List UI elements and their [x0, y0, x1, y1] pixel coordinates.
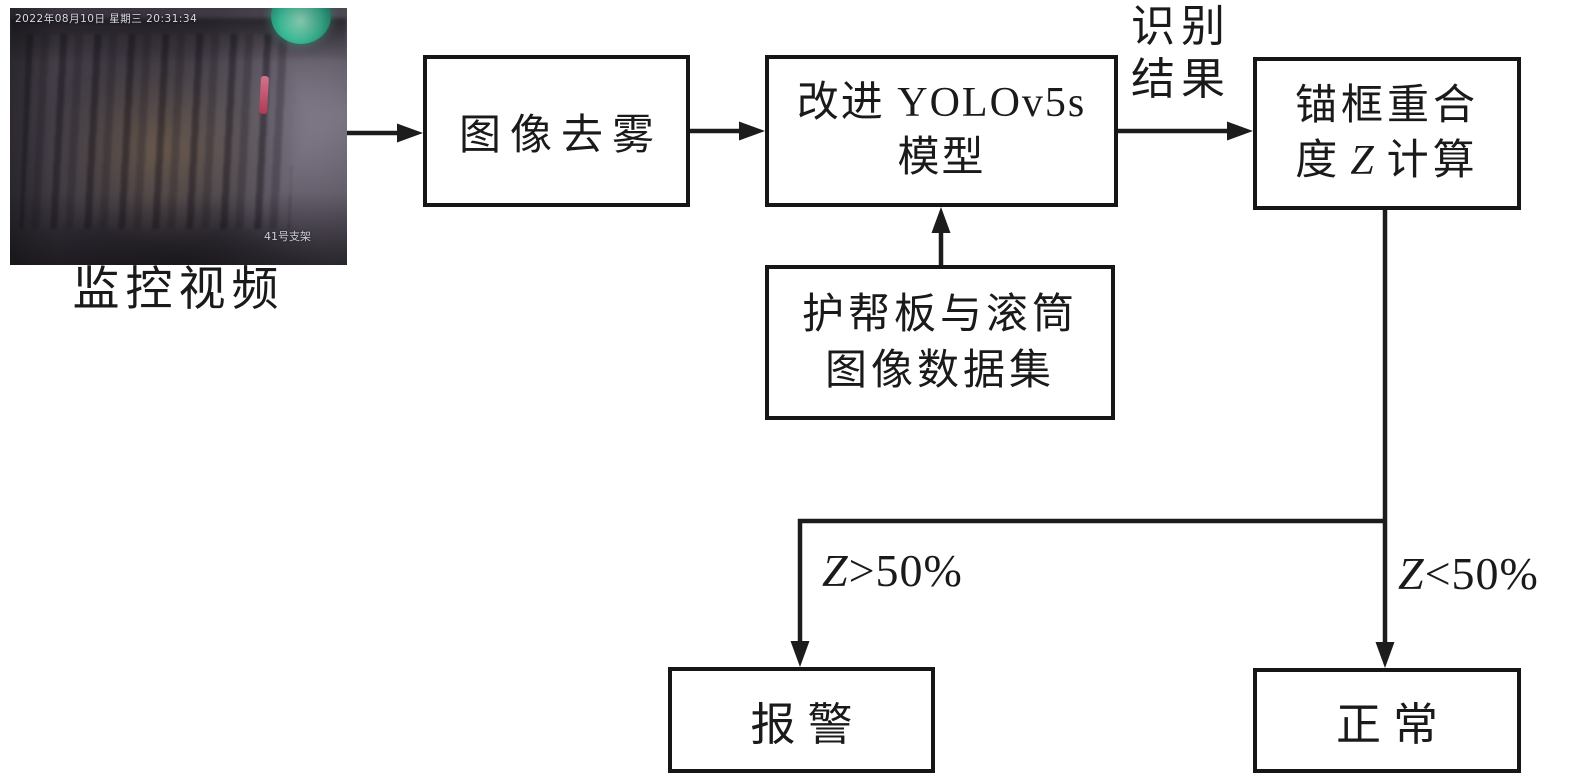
node-improved-yolov5s-model: 改进 YOLOv5s 模型 [765, 55, 1118, 207]
node-dataset-label-line2: 图像数据集 [824, 347, 1055, 394]
node-yolo-label-line2: 模型 [897, 135, 986, 181]
arrow-video-to-defog [347, 123, 423, 143]
arrow-dataset-to-yolo [931, 207, 951, 265]
anchor-line2-prefix: 度 [1295, 137, 1342, 184]
zgt-condition: >50% [848, 545, 963, 596]
node-guard-plate-drum-dataset: 护帮板与滚筒 图像数据集 [765, 265, 1115, 420]
arrow-branch-to-alarm [790, 518, 1385, 667]
zgt-variable: Z [822, 545, 849, 596]
node-anchor-label-line1: 锚框重合 [1294, 82, 1479, 129]
video-vignette [10, 8, 347, 265]
video-timestamp: 2022年08月10日 星期三 20:31:34 [15, 13, 198, 25]
node-image-defogging: 图像去雾 [423, 55, 690, 207]
anchor-line2-suffix: 计算 [1386, 137, 1479, 184]
arrow-defog-to-yolo [690, 121, 765, 141]
anchor-variable-z: Z [1350, 137, 1378, 184]
node-normal: 正常 [1253, 668, 1521, 773]
zlt-condition: <50% [1424, 548, 1539, 599]
node-normal-label: 正常 [1335, 700, 1450, 750]
edge-label-recognition-result: 识别 结果 [1131, 0, 1231, 106]
video-support-number-label: 41号支架 [264, 230, 311, 243]
recognition-label-line1: 识别 [1131, 2, 1231, 51]
recognition-label-line2: 结果 [1131, 55, 1231, 104]
node-alarm: 报警 [668, 667, 935, 773]
zlt-variable: Z [1398, 548, 1425, 599]
edge-label-z-greater-50: Z>50% [822, 544, 963, 597]
video-caption: 监控视频 [72, 264, 285, 316]
edge-label-z-less-50: Z<50% [1398, 547, 1539, 600]
node-yolo-label-line1: 改进 YOLOv5s [796, 80, 1087, 126]
surveillance-video-thumbnail: 2022年08月10日 星期三 20:31:34 41号支架 [10, 8, 347, 265]
arrow-yolo-to-anchor [1118, 121, 1253, 141]
node-dataset-label-line1: 护帮板与滚筒 [801, 291, 1078, 338]
node-image-defogging-label: 图像去雾 [458, 112, 663, 159]
arrow-anchor-to-normal [1375, 210, 1395, 668]
node-alarm-label: 报警 [750, 699, 865, 750]
